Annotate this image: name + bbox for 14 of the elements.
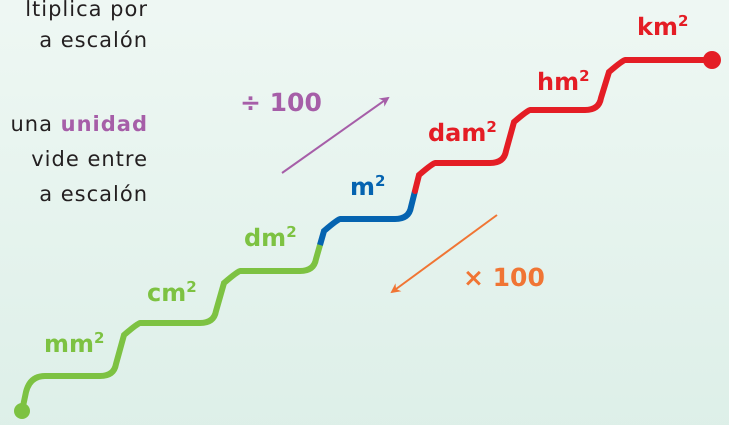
operation-label: × 100 (463, 263, 545, 292)
unit-label: dam$^{2}$ (428, 118, 497, 147)
unit-label: hm$^{2}$ (537, 67, 590, 96)
unit-label: km$^{2}$ (637, 12, 688, 41)
paragraph-text: a escalón (39, 28, 148, 52)
unit-label: dm$^{2}$ (244, 223, 297, 252)
unit-label: m$^{2}$ (350, 172, 386, 201)
unit-label: mm$^{2}$ (44, 329, 104, 358)
unit-label: cm$^{2}$ (147, 278, 197, 307)
operation-label: ÷ 100 (240, 88, 322, 117)
paragraph-text: ltiplica por (25, 0, 148, 21)
paragraph-text: a escalón (39, 182, 148, 206)
paragraph-text: vide entre (31, 147, 148, 171)
paragraph-text: una unidad (10, 112, 148, 136)
